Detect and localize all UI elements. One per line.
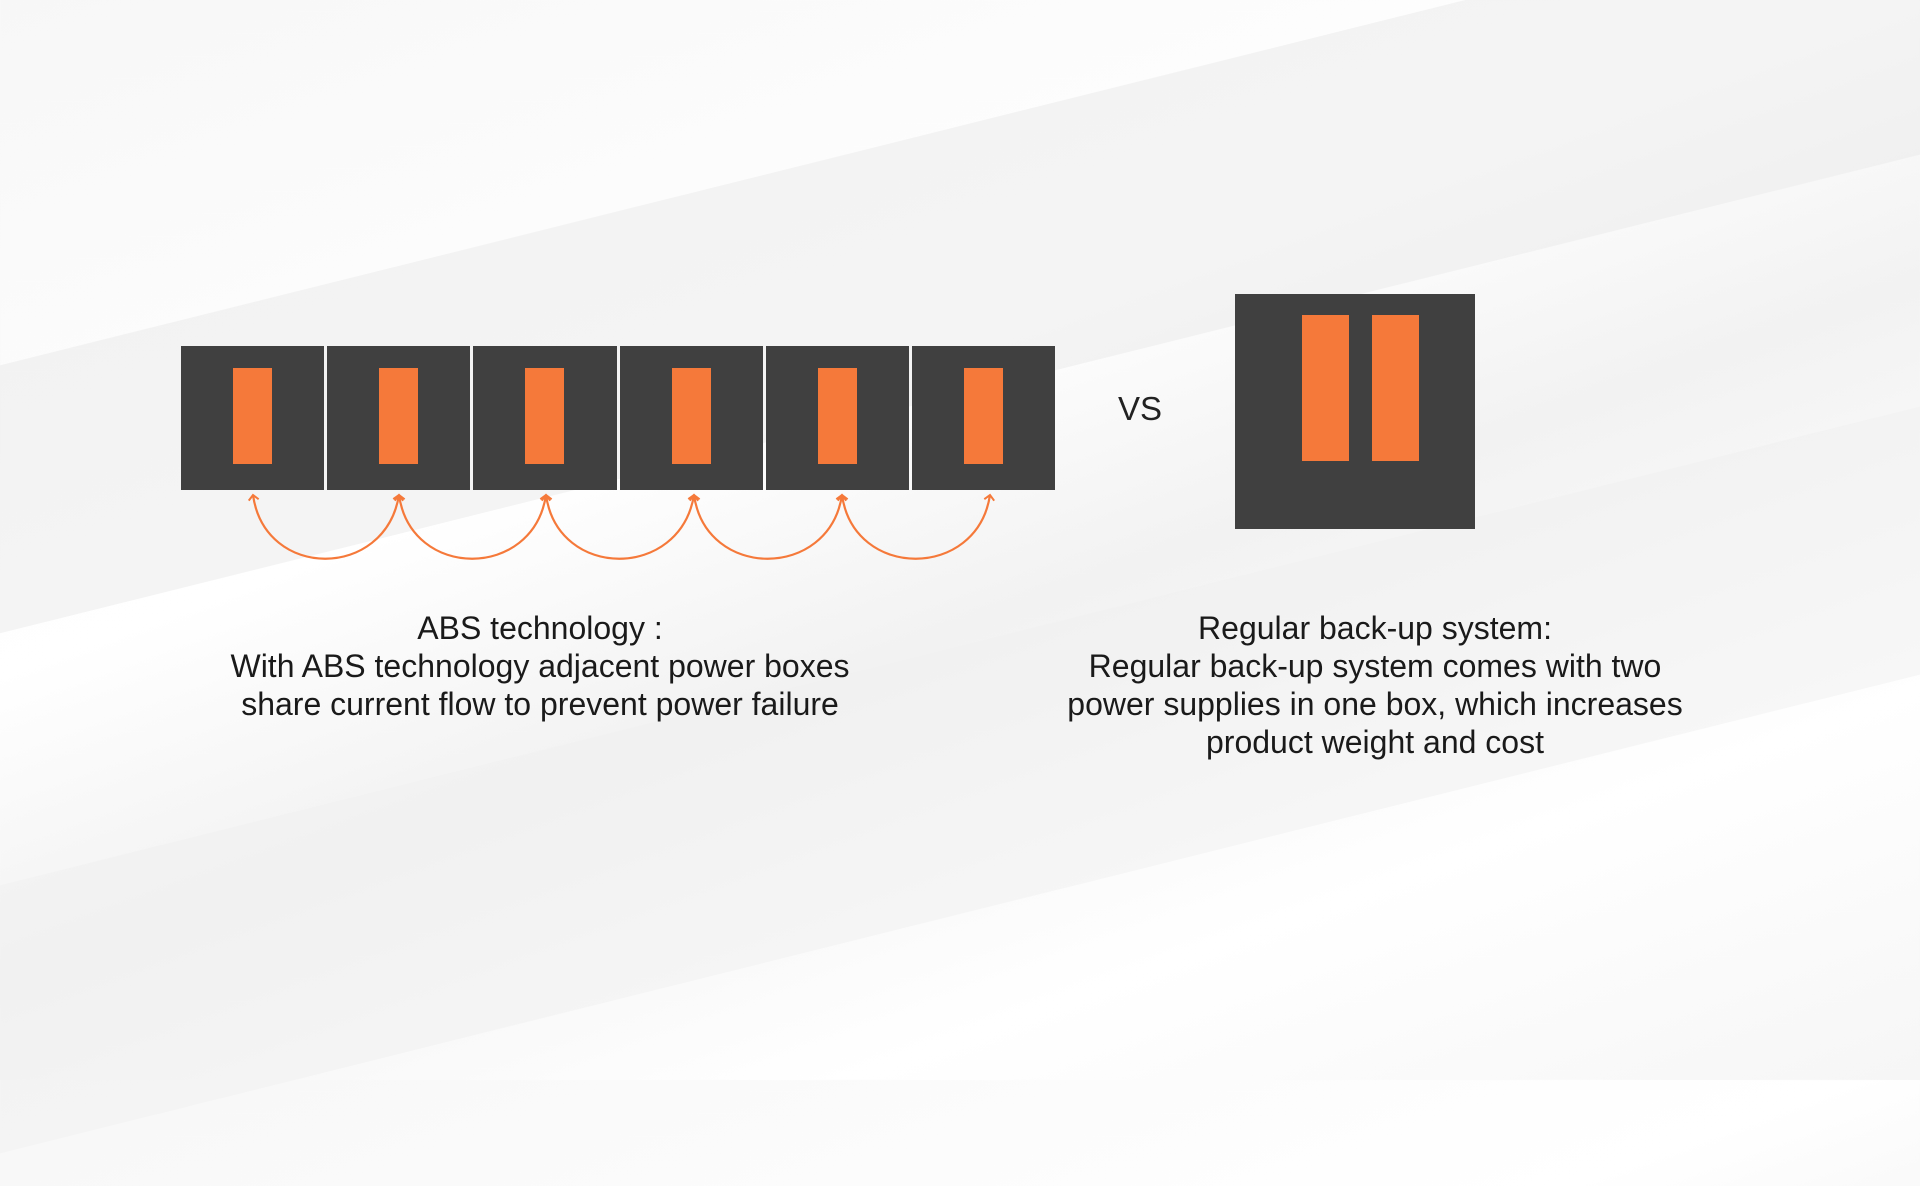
regular-caption-line: Regular back-up system comes with two (1088, 648, 1662, 684)
abs-power-box (765, 346, 909, 490)
power-supply-module (233, 368, 272, 464)
abs-flow-arrow (247, 493, 404, 560)
abs-power-box (473, 346, 617, 490)
abs-flow-arrow (836, 493, 995, 560)
power-supply-module (817, 368, 857, 464)
abs-flow-arrow (393, 493, 551, 560)
abs-power-box (619, 346, 763, 490)
abs-caption: ABS technology : With ABS technology adj… (180, 609, 900, 723)
power-supply-module (1372, 315, 1419, 461)
regular-caption-line: power supplies in one box, which increas… (1067, 686, 1683, 722)
abs-caption-title: ABS technology : (417, 610, 663, 646)
regular-caption-title: Regular back-up system: (1198, 610, 1552, 646)
power-supply-module (963, 368, 1003, 464)
regular-backup-box (1235, 294, 1475, 529)
abs-power-box (911, 346, 1056, 490)
power-supply-module (379, 368, 419, 464)
abs-caption-line: With ABS technology adjacent power boxes (230, 648, 850, 684)
regular-caption-line: product weight and cost (1206, 724, 1544, 760)
power-supply-module (1302, 315, 1349, 461)
abs-flow-arrow (688, 493, 847, 560)
power-supply-module (671, 368, 711, 464)
abs-power-box (327, 346, 471, 490)
vs-label: VS (1118, 390, 1163, 427)
abs-power-box (181, 346, 325, 490)
abs-flow-arrow (540, 493, 699, 560)
current-flow-arrows (247, 468, 1405, 560)
comparison-diagram: VS ABS technology : With ABS technology … (180, 294, 1730, 761)
power-supply-module (525, 368, 565, 464)
regular-caption: Regular back-up system: Regular back-up … (1020, 609, 1730, 761)
abs-caption-line: share current flow to prevent power fail… (241, 686, 839, 722)
abs-power-box-row (181, 346, 1056, 490)
